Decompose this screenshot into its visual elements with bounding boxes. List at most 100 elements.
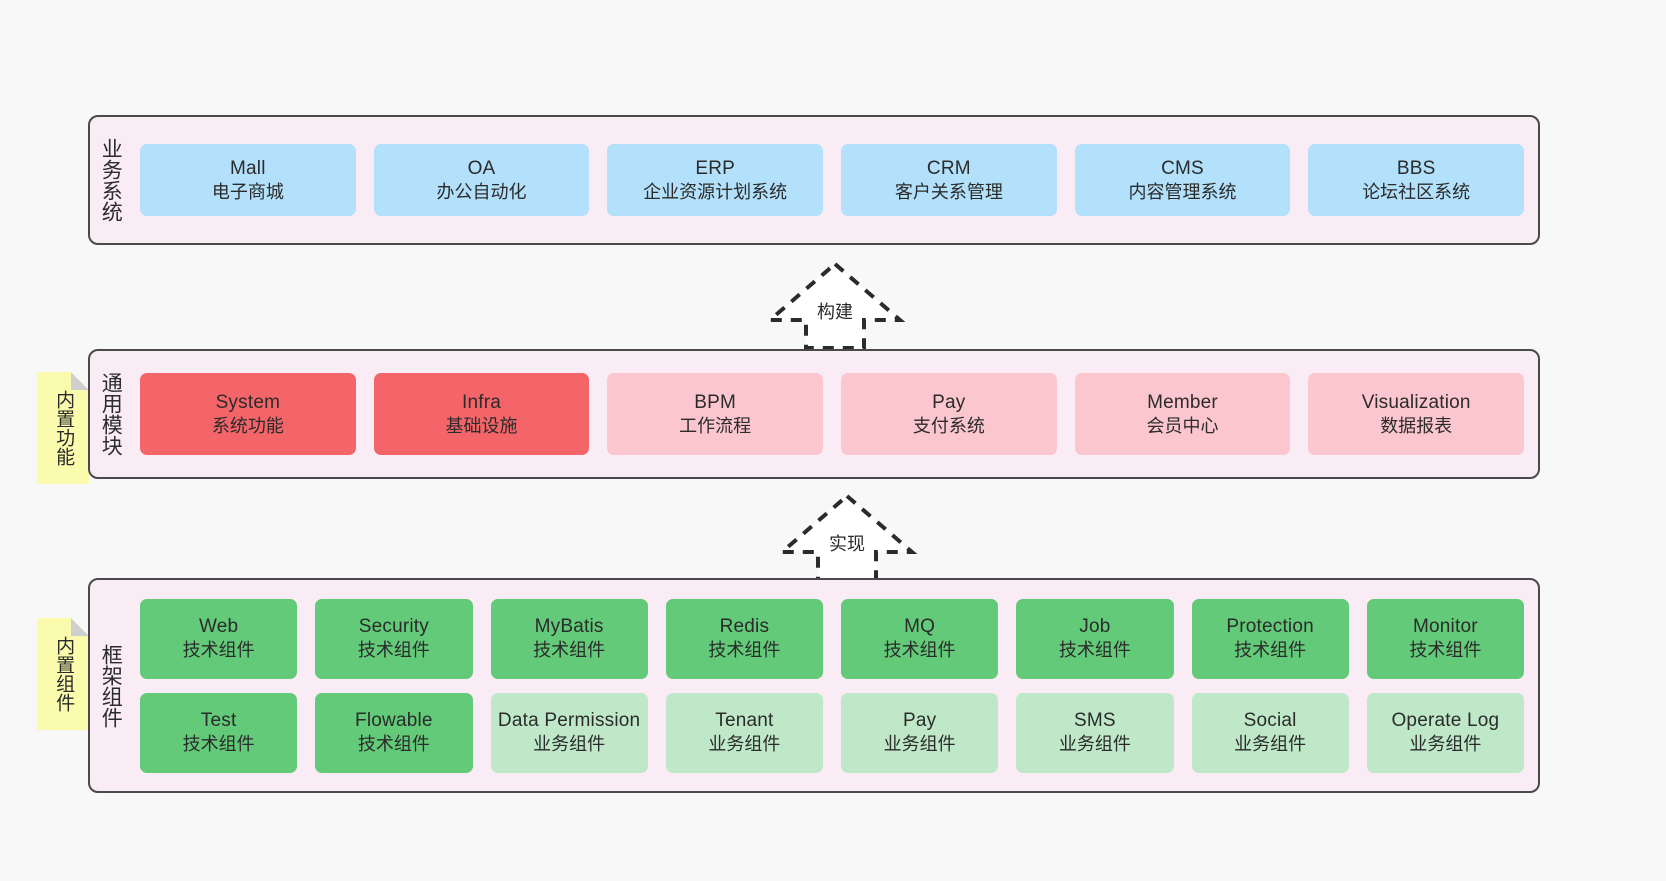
- card-subtitle: 数据报表: [1380, 415, 1453, 436]
- folded-corner-icon: [71, 372, 89, 390]
- card-erp[interactable]: ERP 企业资源计划系统: [607, 144, 824, 216]
- card-system[interactable]: System 系统功能: [140, 373, 356, 455]
- arrow-build: 构建: [760, 258, 910, 354]
- card-row: Mall 电子商城 OA 办公自动化 ERP 企业资源计划系统 CRM 客户关系…: [140, 144, 1525, 216]
- card-title: Social: [1243, 710, 1297, 732]
- card-mybatis[interactable]: MyBatis 技术组件: [490, 598, 648, 679]
- layer-common-modules: 通用模块 System 系统功能 Infra 基础设施 BPM 工作流程 Pay…: [88, 349, 1540, 479]
- card-title: Protection: [1226, 616, 1314, 638]
- layer-business-system: 业务系统 Mall 电子商城 OA 办公自动化 ERP 企业资源计划系统 CRM…: [88, 115, 1540, 245]
- card-title: Job: [1079, 616, 1111, 638]
- card-redis[interactable]: Redis 技术组件: [665, 598, 823, 679]
- sticky-note-label: 内置功能: [53, 390, 75, 466]
- card-title: Test: [200, 710, 237, 732]
- card-title: CRM: [926, 157, 971, 179]
- card-subtitle: 工作流程: [679, 415, 752, 436]
- card-subtitle: 业务组件: [533, 734, 606, 755]
- card-subtitle: 电子商城: [211, 181, 284, 202]
- card-tenant[interactable]: Tenant 业务组件: [665, 692, 823, 773]
- card-subtitle: 内容管理系统: [1128, 181, 1237, 202]
- card-title: Security: [358, 616, 429, 638]
- arrow-build-label: 构建: [817, 302, 853, 322]
- card-test[interactable]: Test 技术组件: [140, 692, 298, 773]
- up-arrow-icon: [776, 493, 918, 582]
- card-subtitle: 技术组件: [533, 640, 606, 661]
- card-title: Pay: [932, 391, 966, 413]
- card-subtitle: 技术组件: [1234, 640, 1307, 661]
- card-member[interactable]: Member 会员中心: [1074, 373, 1291, 455]
- card-title: MQ: [904, 616, 936, 638]
- card-title: ERP: [695, 157, 736, 179]
- card-title: System: [215, 391, 281, 413]
- card-pay-component[interactable]: Pay 业务组件: [841, 692, 999, 773]
- card-title: Mall: [230, 157, 266, 179]
- card-data-permission[interactable]: Data Permission 业务组件: [490, 692, 648, 773]
- card-row: Test 技术组件 Flowable 技术组件 Data Permission …: [140, 692, 1524, 773]
- card-title: OA: [467, 157, 496, 179]
- card-title: Tenant: [715, 710, 774, 732]
- card-title: Flowable: [355, 710, 433, 732]
- card-title: Visualization: [1361, 391, 1471, 413]
- card-subtitle: 技术组件: [357, 640, 430, 661]
- card-visualization[interactable]: Visualization 数据报表: [1308, 373, 1525, 455]
- up-arrow-icon: [764, 261, 906, 350]
- card-subtitle: 业务组件: [883, 734, 956, 755]
- layer-business-system-body: Mall 电子商城 OA 办公自动化 ERP 企业资源计划系统 CRM 客户关系…: [130, 117, 1538, 243]
- card-cms[interactable]: CMS 内容管理系统: [1074, 144, 1291, 216]
- card-title: Web: [198, 616, 239, 638]
- card-title: Member: [1147, 391, 1218, 413]
- card-subtitle: 技术组件: [1409, 640, 1482, 661]
- card-subtitle: 技术组件: [1058, 640, 1131, 661]
- card-mall[interactable]: Mall 电子商城: [140, 144, 356, 216]
- card-title: Data Permission: [497, 710, 641, 732]
- card-subtitle: 技术组件: [357, 734, 430, 755]
- card-subtitle: 会员中心: [1146, 415, 1219, 436]
- card-title: Monitor: [1412, 616, 1478, 638]
- card-web[interactable]: Web 技术组件: [140, 598, 298, 679]
- card-flowable[interactable]: Flowable 技术组件: [315, 692, 473, 773]
- card-subtitle: 论坛社区系统: [1362, 181, 1471, 202]
- layer-business-system-label: 业务系统: [99, 138, 123, 222]
- card-operate-log[interactable]: Operate Log 业务组件: [1366, 692, 1524, 773]
- card-mq[interactable]: MQ 技术组件: [841, 598, 999, 679]
- card-subtitle: 技术组件: [708, 640, 781, 661]
- card-social[interactable]: Social 业务组件: [1191, 692, 1349, 773]
- card-bpm[interactable]: BPM 工作流程: [607, 373, 824, 455]
- card-subtitle: 业务组件: [1234, 734, 1307, 755]
- arrow-implement: 实现: [772, 490, 922, 586]
- card-subtitle: 系统功能: [211, 415, 284, 436]
- card-title: CMS: [1161, 157, 1204, 179]
- card-title: BBS: [1396, 157, 1436, 179]
- card-title: Redis: [719, 616, 770, 638]
- card-oa[interactable]: OA 办公自动化: [373, 144, 590, 216]
- card-subtitle: 办公自动化: [436, 181, 527, 202]
- card-security[interactable]: Security 技术组件: [315, 598, 473, 679]
- card-protection[interactable]: Protection 技术组件: [1191, 598, 1349, 679]
- card-infra[interactable]: Infra 基础设施: [373, 373, 590, 455]
- card-subtitle: 支付系统: [912, 415, 985, 436]
- card-pay-module[interactable]: Pay 支付系统: [841, 373, 1057, 455]
- card-monitor[interactable]: Monitor 技术组件: [1366, 598, 1524, 679]
- card-title: BPM: [694, 391, 737, 413]
- layer-framework-components: 框架组件 Web 技术组件 Security 技术组件 MyBatis 技术组件…: [88, 578, 1540, 793]
- card-title: Infra: [461, 391, 502, 413]
- card-row: System 系统功能 Infra 基础设施 BPM 工作流程 Pay 支付系统…: [140, 373, 1525, 455]
- card-sms[interactable]: SMS 业务组件: [1016, 692, 1174, 773]
- sticky-note-label: 内置组件: [53, 636, 75, 712]
- card-subtitle: 业务组件: [708, 734, 781, 755]
- layer-framework-components-body: Web 技术组件 Security 技术组件 MyBatis 技术组件 Redi…: [130, 580, 1538, 791]
- card-subtitle: 技术组件: [182, 734, 255, 755]
- sticky-note-builtin-features: 内置功能: [37, 372, 89, 484]
- card-job[interactable]: Job 技术组件: [1016, 598, 1174, 679]
- card-subtitle: 客户关系管理: [894, 181, 1003, 202]
- card-row: Web 技术组件 Security 技术组件 MyBatis 技术组件 Redi…: [140, 598, 1524, 679]
- card-crm[interactable]: CRM 客户关系管理: [841, 144, 1057, 216]
- layer-common-modules-label: 通用模块: [99, 372, 123, 456]
- card-subtitle: 技术组件: [182, 640, 255, 661]
- card-title: MyBatis: [534, 616, 604, 638]
- card-bbs[interactable]: BBS 论坛社区系统: [1308, 144, 1525, 216]
- card-subtitle: 业务组件: [1058, 734, 1131, 755]
- card-subtitle: 技术组件: [883, 640, 956, 661]
- card-title: SMS: [1073, 710, 1116, 732]
